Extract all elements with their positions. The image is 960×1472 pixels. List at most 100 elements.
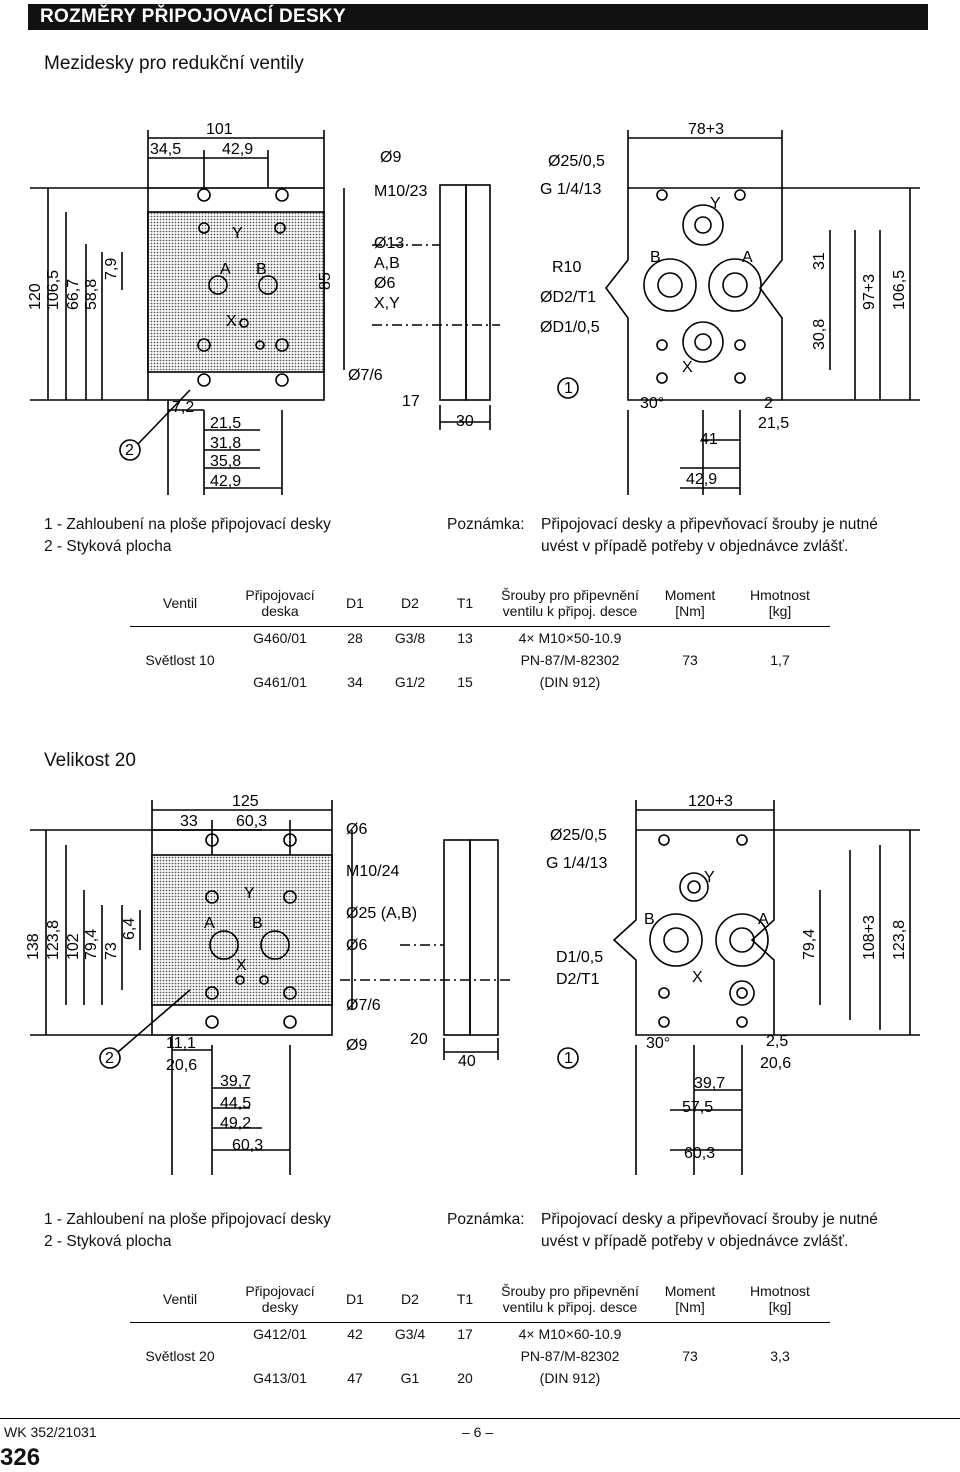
svg-text:20,6: 20,6 — [760, 1055, 791, 1072]
cell-deska: G413/01 — [253, 1370, 307, 1386]
svg-text:B: B — [252, 915, 263, 932]
cell-t1: 13 — [457, 630, 473, 647]
note-countersink: 1 - Zahloubení na ploše připojovací desk… — [44, 1211, 331, 1228]
cell-t1: 17 — [457, 1326, 473, 1343]
th-d1: D1 — [346, 1290, 364, 1307]
svg-text:2: 2 — [764, 395, 773, 412]
svg-text:Ø7/6: Ø7/6 — [348, 367, 383, 384]
svg-text:21,5: 21,5 — [210, 415, 241, 432]
th-moment: Moment[Nm] — [650, 580, 730, 626]
th-deska-1: Připojovací — [245, 1282, 315, 1299]
svg-text:X: X — [226, 313, 237, 330]
cell-hmotnost: 3,3 — [770, 1348, 790, 1365]
cell-svetlost: Světlost 10 — [145, 652, 215, 669]
cell-srouby-3: (DIN 912) — [539, 1370, 601, 1386]
svg-text:7,2: 7,2 — [172, 399, 194, 416]
cell-d1: 28 — [347, 630, 363, 647]
svg-text:97+3: 97+3 — [861, 274, 878, 310]
svg-text:2: 2 — [125, 442, 134, 459]
svg-text:39,7: 39,7 — [694, 1075, 725, 1092]
th-deska-1: Připojovací — [245, 586, 315, 603]
svg-text:35,8: 35,8 — [210, 453, 241, 470]
footer-divider — [0, 1418, 960, 1419]
cell-srouby-3: (DIN 912) — [539, 674, 601, 690]
footer-code: WK 352/21031 — [4, 1424, 97, 1440]
svg-text:Ø25 (A,B): Ø25 (A,B) — [346, 905, 417, 922]
note-text-1: Připojovací desky a připevňovací šrouby … — [541, 516, 878, 533]
note-countersink: 1 - Zahloubení na ploše připojovací desk… — [44, 516, 331, 533]
th-hmotnost: Hmotnost[kg] — [730, 1276, 830, 1322]
th-d2: D2 — [401, 594, 419, 611]
th-srouby-2: ventilu k připoj. desce — [502, 602, 638, 619]
th-t1: T1 — [456, 1290, 474, 1307]
svg-text:30°: 30° — [640, 395, 664, 412]
svg-text:M10/23: M10/23 — [374, 183, 427, 200]
svg-text:X: X — [692, 969, 703, 986]
svg-text:40: 40 — [458, 1053, 476, 1070]
svg-text:30,8: 30,8 — [811, 319, 828, 350]
cell-srouby-2: PN-87/M-82302 — [520, 1348, 620, 1364]
svg-text:20,6: 20,6 — [166, 1057, 197, 1074]
th-hmotnost-1: Hmotnost — [750, 1282, 810, 1299]
svg-text:101: 101 — [206, 121, 233, 138]
cell-deska: G412/01 — [253, 1326, 307, 1343]
cell-d2: G3/8 — [394, 630, 426, 647]
svg-text:Ø9: Ø9 — [346, 1037, 367, 1054]
svg-text:123,8: 123,8 — [45, 920, 62, 960]
cell-srouby-2: PN-87/M-82302 — [520, 652, 620, 668]
svg-text:106,5: 106,5 — [891, 270, 908, 310]
svg-text:7,9: 7,9 — [103, 258, 120, 280]
notes-size-10: 1 - Zahloubení na ploše připojovací desk… — [44, 514, 944, 564]
svg-text:Ø6: Ø6 — [346, 937, 367, 954]
note-label: Poznámka: — [447, 516, 525, 533]
svg-text:125: 125 — [232, 793, 259, 810]
cell-d2: G3/4 — [394, 1326, 426, 1343]
th-moment-1: Moment — [664, 586, 716, 603]
th-hmotnost-1: Hmotnost — [750, 586, 810, 603]
svg-text:Ø7/6: Ø7/6 — [346, 997, 381, 1014]
svg-text:M10/24: M10/24 — [346, 863, 399, 880]
cell-d1: 47 — [347, 1370, 363, 1386]
cell-svetlost: Světlost 20 — [145, 1348, 215, 1365]
page-header: ROZMĚRY PŘIPOJOVACÍ DESKY — [28, 4, 928, 30]
svg-text:R10: R10 — [552, 259, 581, 276]
svg-text:44,5: 44,5 — [220, 1095, 251, 1112]
svg-text:A: A — [220, 261, 231, 278]
svg-text:1: 1 — [564, 380, 573, 397]
cell-d2: G1/2 — [394, 674, 426, 690]
svg-text:58,8: 58,8 — [83, 279, 100, 310]
svg-text:79,4: 79,4 — [83, 929, 100, 960]
svg-text:2: 2 — [105, 1050, 114, 1067]
svg-text:Ø9: Ø9 — [380, 149, 401, 166]
svg-text:B: B — [650, 249, 661, 266]
th-hmotnost: Hmotnost[kg] — [730, 580, 830, 626]
svg-text:31,8: 31,8 — [210, 435, 241, 452]
svg-text:Ø25/0,5: Ø25/0,5 — [550, 827, 607, 844]
svg-text:120: 120 — [27, 283, 44, 310]
note-contact-surface: 2 - Styková plocha — [44, 1233, 172, 1250]
svg-text:42,9: 42,9 — [222, 141, 253, 158]
svg-text:17: 17 — [402, 393, 420, 410]
cell-deska: G461/01 — [253, 674, 307, 690]
cell-d1: 34 — [347, 674, 363, 690]
svg-text:X: X — [236, 957, 247, 974]
svg-text:42,9: 42,9 — [686, 471, 717, 488]
svg-text:A: A — [758, 911, 769, 928]
page-subtitle: Mezidesky pro redukční ventily — [44, 53, 304, 74]
svg-text:106,5: 106,5 — [45, 270, 62, 310]
th-ventil: Ventil — [162, 1290, 198, 1307]
svg-text:60,3: 60,3 — [232, 1137, 263, 1154]
svg-text:D1/0,5: D1/0,5 — [556, 949, 603, 966]
svg-text:D2/T1: D2/T1 — [556, 971, 600, 988]
svg-text:31: 31 — [811, 252, 828, 270]
cell-srouby-1: 4× M10×60-10.9 — [518, 1326, 622, 1343]
svg-text:42,9: 42,9 — [210, 473, 241, 490]
cell-srouby-1: 4× M10×50-10.9 — [518, 630, 622, 647]
svg-text:B: B — [644, 911, 655, 928]
svg-text:Ø6: Ø6 — [374, 275, 395, 292]
svg-text:1: 1 — [564, 1050, 573, 1067]
